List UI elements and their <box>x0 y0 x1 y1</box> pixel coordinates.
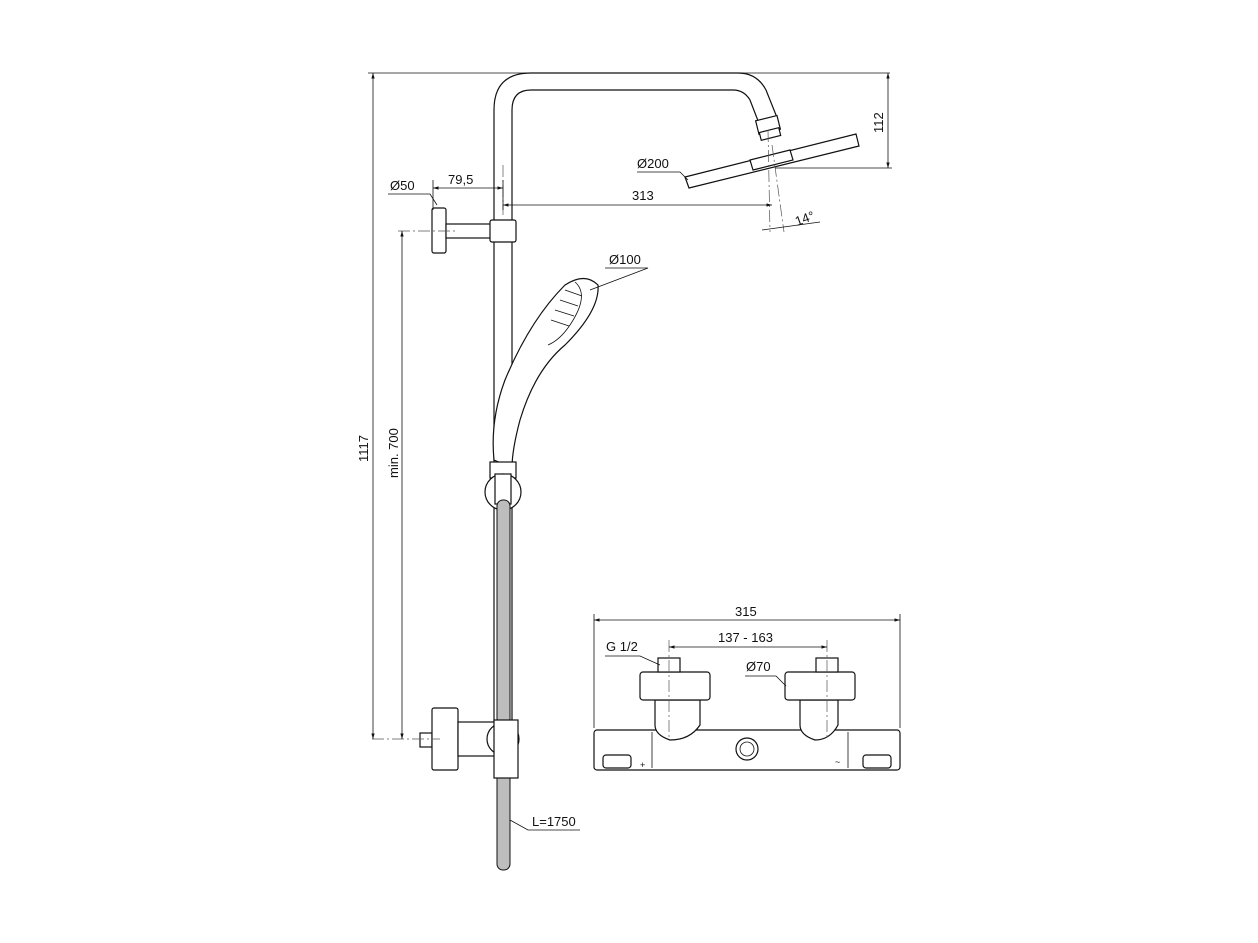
shower-holder <box>484 473 522 511</box>
dim-overhead-angle: 14° <box>793 208 817 229</box>
mixer-front-view: + ~ <box>593 657 901 771</box>
dimension-lines <box>368 72 892 831</box>
dim-overhead-diameter: Ø200 <box>637 156 669 171</box>
dim-min-height: min. 700 <box>386 428 401 478</box>
dim-mixer-width: 315 <box>735 604 757 619</box>
shower-hose <box>496 499 511 871</box>
wall-bracket <box>431 207 517 254</box>
svg-text:~: ~ <box>835 757 840 767</box>
dim-hose-length: L=1750 <box>532 814 576 829</box>
dim-escutcheon-diameter: Ø70 <box>746 659 771 674</box>
dim-bracket-diameter: Ø50 <box>390 178 415 193</box>
dim-thread: G 1/2 <box>606 639 638 654</box>
dim-rail-offset: 79,5 <box>448 172 473 187</box>
overhead-shower-head <box>684 133 860 189</box>
shower-column <box>493 72 782 741</box>
dim-arm-reach: 313 <box>632 188 654 203</box>
mixer-side-view <box>419 707 520 779</box>
mixer-dimension-lines <box>593 614 901 740</box>
svg-text:+: + <box>640 760 645 770</box>
dim-inlet-centres: 137 - 163 <box>718 630 773 645</box>
dim-handshower-diameter: Ø100 <box>609 252 641 267</box>
dim-total-height: 1117 <box>356 435 371 462</box>
dim-overhead-drop: 112 <box>871 112 886 133</box>
